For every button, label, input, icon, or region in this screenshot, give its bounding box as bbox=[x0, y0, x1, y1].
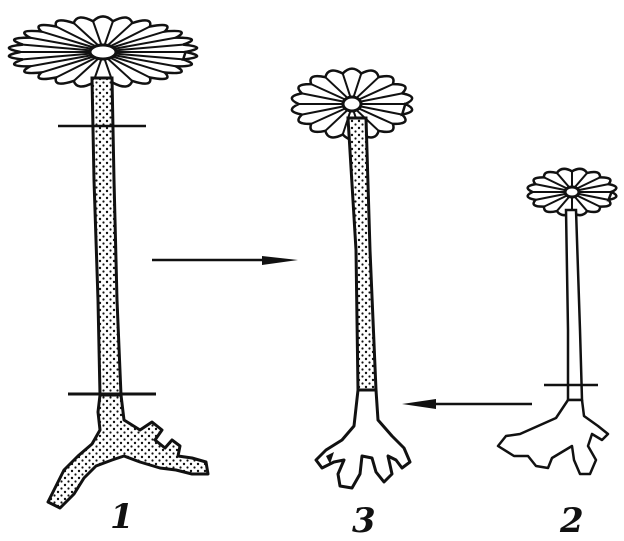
label-plant-3: 3 bbox=[352, 501, 376, 541]
arrow-plant2-to-plant3 bbox=[402, 399, 532, 409]
plant-3 bbox=[292, 69, 412, 488]
plant-3-rhizoid bbox=[316, 390, 410, 488]
plant-2-cap bbox=[528, 169, 617, 215]
cap-center bbox=[565, 187, 579, 197]
label-plant-1: 1 bbox=[110, 497, 134, 537]
label-plant-2: 2 bbox=[559, 501, 584, 541]
plant-2 bbox=[498, 169, 616, 474]
cap-center bbox=[90, 45, 116, 59]
plant-3-stalk bbox=[348, 118, 376, 390]
plant-1-rhizoid bbox=[48, 395, 208, 508]
plant-1 bbox=[9, 16, 208, 508]
cap-center bbox=[343, 97, 361, 111]
plant-2-stalk bbox=[566, 210, 582, 400]
arrow-plant1-to-plant3 bbox=[152, 256, 298, 265]
plant-2-rhizoid bbox=[498, 400, 608, 474]
